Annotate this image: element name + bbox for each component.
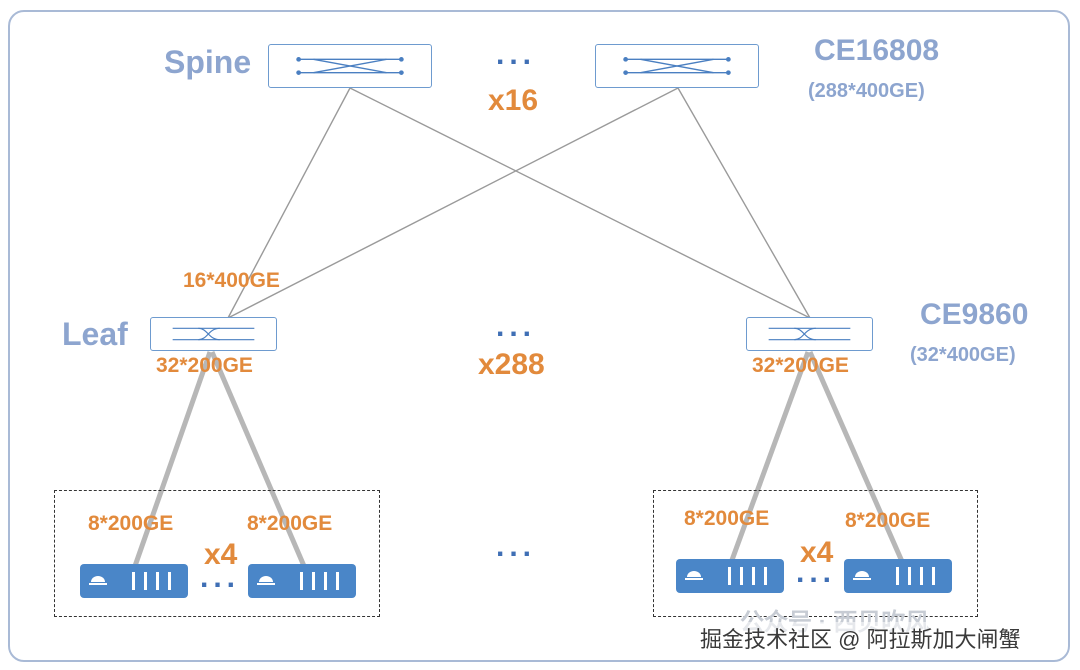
spine-uplink-label: 16*400GE (183, 269, 280, 292)
spine-count: x16 (488, 84, 539, 117)
server-icon (685, 567, 767, 585)
group-left-port-a: 8*200GE (88, 512, 174, 535)
leaf-count: x288 (478, 348, 545, 381)
leaf-downlink-left: 32*200GE (156, 354, 253, 377)
leaf-role-label: Leaf (62, 316, 128, 352)
leaf-model-ports: (32*400GE) (910, 344, 1016, 366)
server-group-right (653, 490, 978, 617)
link-spine2-leaf1 (227, 87, 679, 319)
group-ellipsis: ... (496, 530, 537, 563)
leaf-model: CE9860 (920, 298, 1029, 331)
leaf-ellipsis: ... (496, 310, 537, 343)
link-leaf2-server1 (729, 351, 811, 561)
link-leaf1-server1 (132, 351, 213, 567)
link-spine1-leaf2 (349, 87, 811, 319)
switch-cross-icon (172, 327, 255, 341)
link-leaf1-server2 (209, 351, 307, 567)
server-icon (257, 572, 339, 590)
watermark-credit: 掘金技术社区 @ 阿拉斯加大闸蟹 (700, 622, 1021, 654)
spine-ellipsis: ... (496, 38, 537, 71)
spine-model-ports: (288*400GE) (808, 80, 925, 102)
group-left-port-b: 8*200GE (247, 512, 333, 535)
link-spine2-leaf2 (677, 87, 811, 319)
group-right-ellipsis: ... (796, 556, 837, 589)
server-left-2[interactable] (248, 564, 356, 598)
spine-switch-1[interactable] (268, 44, 432, 88)
server-right-2[interactable] (844, 559, 952, 593)
switch-cross-icon (768, 327, 851, 341)
switch-cross-icon (296, 57, 404, 75)
spine-role-label: Spine (164, 44, 252, 80)
group-left-count: x4 (204, 538, 238, 571)
leaf-switch-2[interactable] (746, 317, 873, 351)
group-right-port-b: 8*200GE (845, 509, 931, 532)
server-icon (853, 567, 935, 585)
group-left-ellipsis: ... (200, 561, 241, 594)
server-left-1[interactable] (80, 564, 188, 598)
spine-switch-2[interactable] (595, 44, 759, 88)
group-right-port-a: 8*200GE (684, 507, 770, 530)
switch-cross-icon (623, 57, 731, 75)
group-right-count: x4 (800, 536, 834, 569)
server-right-1[interactable] (676, 559, 784, 593)
server-icon (89, 572, 171, 590)
link-spine1-leaf1 (227, 87, 351, 319)
server-group-left (54, 490, 380, 617)
leaf-switch-1[interactable] (150, 317, 277, 351)
link-leaf2-server2 (807, 350, 907, 568)
leaf-downlink-right: 32*200GE (752, 354, 849, 377)
spine-model: CE16808 (814, 34, 940, 67)
diagram-frame (8, 10, 1070, 662)
